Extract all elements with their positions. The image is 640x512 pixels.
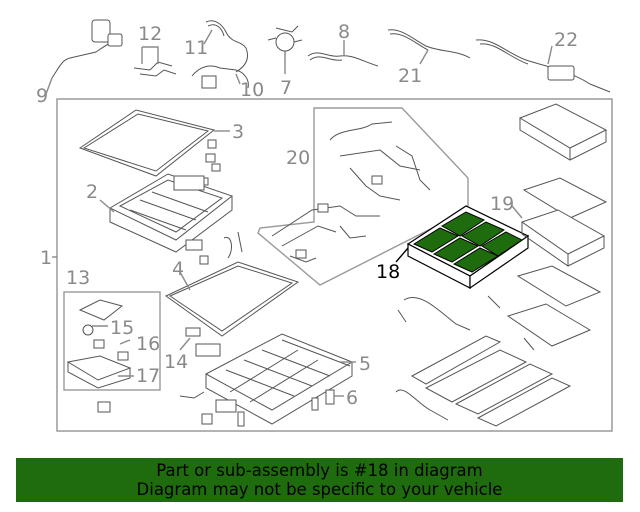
banner-line-part: Part or sub-assembly is #18 in diagram (156, 461, 483, 480)
exploded-parts-diagram: 1 2 3 4 5 6 7 8 9 10 11 12 13 14 15 16 1… (36, 19, 613, 432)
part-11-harness (203, 20, 249, 73)
callout-15: 15 (110, 317, 134, 339)
callout-17: 17 (136, 365, 160, 387)
part-4-plate (165, 261, 300, 337)
part-8-hose (307, 40, 379, 67)
callout-11: 11 (184, 37, 208, 59)
part-3-cover (78, 109, 230, 177)
part-info-banner: Part or sub-assembly is #18 in diagram D… (16, 458, 623, 502)
part-13-contents (66, 299, 134, 389)
callout-22: 22 (554, 29, 578, 51)
part-7-valve (267, 25, 303, 74)
part-22-hose (475, 39, 611, 93)
callout-16: 16 (136, 333, 160, 355)
callout-5: 5 (359, 353, 371, 375)
small-brackets (185, 231, 243, 265)
callout-14: 14 (164, 351, 188, 373)
part-20-harness (271, 121, 431, 263)
callout-12: 12 (138, 23, 162, 45)
callout-4: 4 (172, 258, 184, 280)
callout-20: 20 (286, 147, 310, 169)
part-10-connector (191, 65, 249, 89)
subassembly-13-box (63, 291, 161, 391)
callout-13: 13 (66, 267, 90, 289)
part-6-bolt (311, 389, 344, 411)
rail-components (395, 295, 572, 427)
callout-21: 21 (398, 65, 422, 87)
callout-7: 7 (280, 77, 292, 99)
part-19-modules (506, 103, 608, 347)
part-5-lower-tray (204, 333, 356, 425)
callout-9: 9 (36, 85, 48, 107)
part-2-tray (99, 173, 234, 253)
part-14-bracket (179, 327, 221, 357)
part-12-clips (133, 46, 177, 77)
callout-10: 10 (240, 79, 264, 101)
callout-3: 3 (232, 121, 244, 143)
callout-2: 2 (86, 181, 98, 203)
part-9-cable (45, 19, 123, 95)
callout-18: 18 (376, 261, 400, 283)
part-21-hose (387, 29, 471, 65)
callout-1: 1 (40, 247, 52, 269)
assembly-frame (56, 98, 613, 432)
banner-line-disclaimer: Diagram may not be specific to your vehi… (136, 480, 503, 499)
loose-hardware (97, 391, 245, 427)
callout-6: 6 (346, 387, 358, 409)
callout-19: 19 (490, 193, 514, 215)
part-18-battery-module (395, 205, 530, 290)
subassembly-20-box (257, 107, 469, 286)
callout-8: 8 (338, 21, 350, 43)
